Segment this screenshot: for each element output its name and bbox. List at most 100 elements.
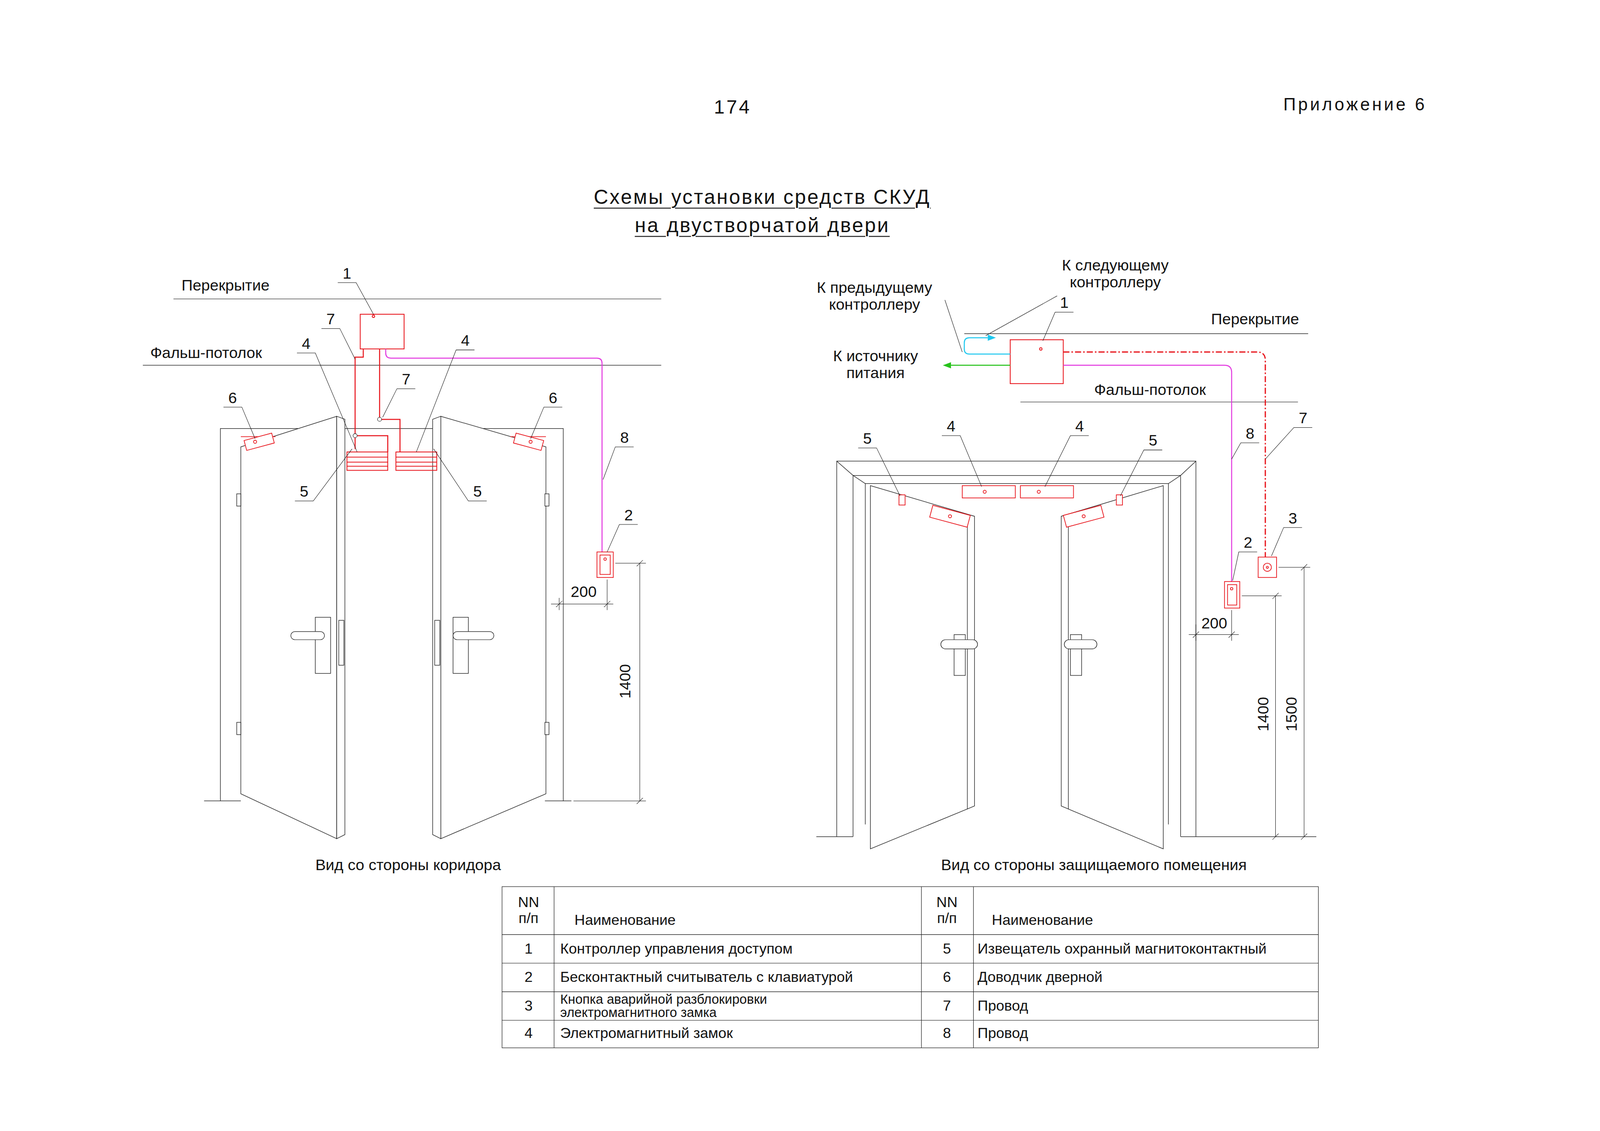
dimension-line: [639, 563, 640, 801]
table-cell: 5: [942, 940, 951, 957]
table-cell: Извещатель охранный магнитоконтактный: [977, 940, 1267, 957]
table-cell: NN п/п: [512, 893, 545, 926]
dimension-line: [1188, 564, 1310, 840]
door-leaf: [432, 416, 442, 839]
dimension-line: [1195, 624, 1197, 641]
door-closer: [240, 433, 546, 451]
connection-note: К источнику питания: [816, 347, 936, 382]
leader-line: [1120, 450, 1163, 497]
dimension-value: 200: [1201, 614, 1228, 632]
callout-number: 7: [326, 311, 335, 328]
table-cell: Контроллер управления доступом: [560, 940, 793, 957]
card-reader: [1230, 587, 1233, 590]
wire-magenta: [385, 348, 603, 552]
leader-line: [321, 328, 356, 359]
building-lines: [142, 299, 662, 366]
callout-number: 8: [620, 429, 629, 447]
wire-red-dashed: [1063, 352, 1266, 558]
level-label: Фальш-потолок: [150, 344, 263, 362]
leader-line: [416, 349, 475, 452]
leader-line: [1042, 312, 1074, 342]
table-cell: Доводчик дверной: [977, 969, 1103, 986]
magnetic-lock: [1037, 490, 1041, 494]
dimension-line: [615, 562, 646, 564]
arrow-head: [942, 362, 951, 369]
wire-green: [950, 364, 1011, 366]
door-closer: [513, 433, 544, 451]
table-cell: NN п/п: [930, 893, 963, 926]
leader-line: [223, 407, 255, 439]
dimension-line: [1192, 631, 1199, 638]
magnetic-contact-detector: [898, 494, 1123, 505]
dimension-line: [1231, 610, 1232, 641]
controller-box: [372, 315, 375, 318]
page-number: 174: [713, 96, 752, 118]
magnetic-lock: [395, 456, 437, 458]
dimension-line: [1272, 833, 1279, 840]
door-leaf: [236, 722, 241, 735]
card-reader: [597, 551, 614, 578]
table-cell: 1: [524, 940, 533, 957]
table-cell: 3: [524, 997, 533, 1014]
magnetic-lock: [395, 466, 437, 468]
door-frame: [836, 461, 1197, 484]
dimension-value: 1400: [617, 664, 634, 700]
controller-box: [1010, 339, 1064, 384]
callout-number: 4: [946, 417, 956, 435]
door-leaf: [870, 485, 1164, 849]
emergency-button: [1263, 563, 1272, 572]
leader-line: [295, 448, 353, 501]
leader-line: [945, 300, 963, 353]
callout-number: 3: [1288, 509, 1298, 527]
appendix-label: Приложение 6: [1283, 95, 1428, 115]
door-handle: [290, 631, 325, 640]
wire-junction: [353, 417, 382, 438]
table-grid: [502, 1020, 1319, 1021]
table-grid: [553, 886, 555, 1048]
dimension-line: [636, 560, 643, 567]
leader-line: [296, 353, 358, 452]
callout-number: 5: [862, 430, 872, 447]
magnetic-lock: [929, 505, 971, 528]
card-reader: [1224, 581, 1241, 608]
dimension-value: 1400: [1254, 696, 1272, 732]
arrow-head: [942, 362, 951, 369]
card-reader: [600, 555, 611, 575]
table-cell: 2: [524, 969, 533, 986]
door-leaf: [440, 416, 546, 839]
table-cell: 4: [524, 1025, 533, 1042]
wire-red-dashed: [1063, 352, 1266, 558]
controller-box: [1010, 339, 1064, 384]
leader-line: [1232, 551, 1258, 581]
magnetic-lock: [929, 485, 1104, 528]
magnetic-lock: [983, 490, 987, 494]
magnetic-lock: [347, 451, 437, 471]
door-handle: [940, 639, 978, 650]
door-handle: [452, 617, 469, 674]
callout-number: 6: [548, 389, 558, 407]
callout-number: 4: [1075, 417, 1085, 435]
wire-cyan: [964, 337, 1011, 355]
arrow-head: [987, 334, 997, 341]
magnetic-lock: [347, 456, 388, 458]
wire-junction: [353, 433, 358, 438]
building-lines: [1020, 401, 1299, 403]
dimension-line: [550, 603, 613, 605]
wire-red: [355, 348, 400, 452]
callout-number: 6: [228, 389, 238, 407]
dimension-value: 1500: [1283, 696, 1301, 732]
leader-line: [1271, 527, 1303, 557]
callout-number: 5: [299, 483, 309, 501]
leader-line: [223, 282, 638, 553]
callout-number: 2: [624, 506, 634, 524]
door-handle: [290, 617, 494, 674]
door-leaf: [236, 416, 550, 839]
magnetic-lock: [1020, 485, 1074, 499]
level-label: Перекрытие: [181, 277, 270, 295]
dimension-line: [573, 800, 646, 802]
leader-line: [858, 296, 1313, 581]
magnetic-contact-detector: [898, 494, 905, 505]
card-reader: [1224, 581, 1241, 608]
table-grid: [502, 962, 1319, 964]
level-label: Перекрытие: [1210, 311, 1299, 328]
